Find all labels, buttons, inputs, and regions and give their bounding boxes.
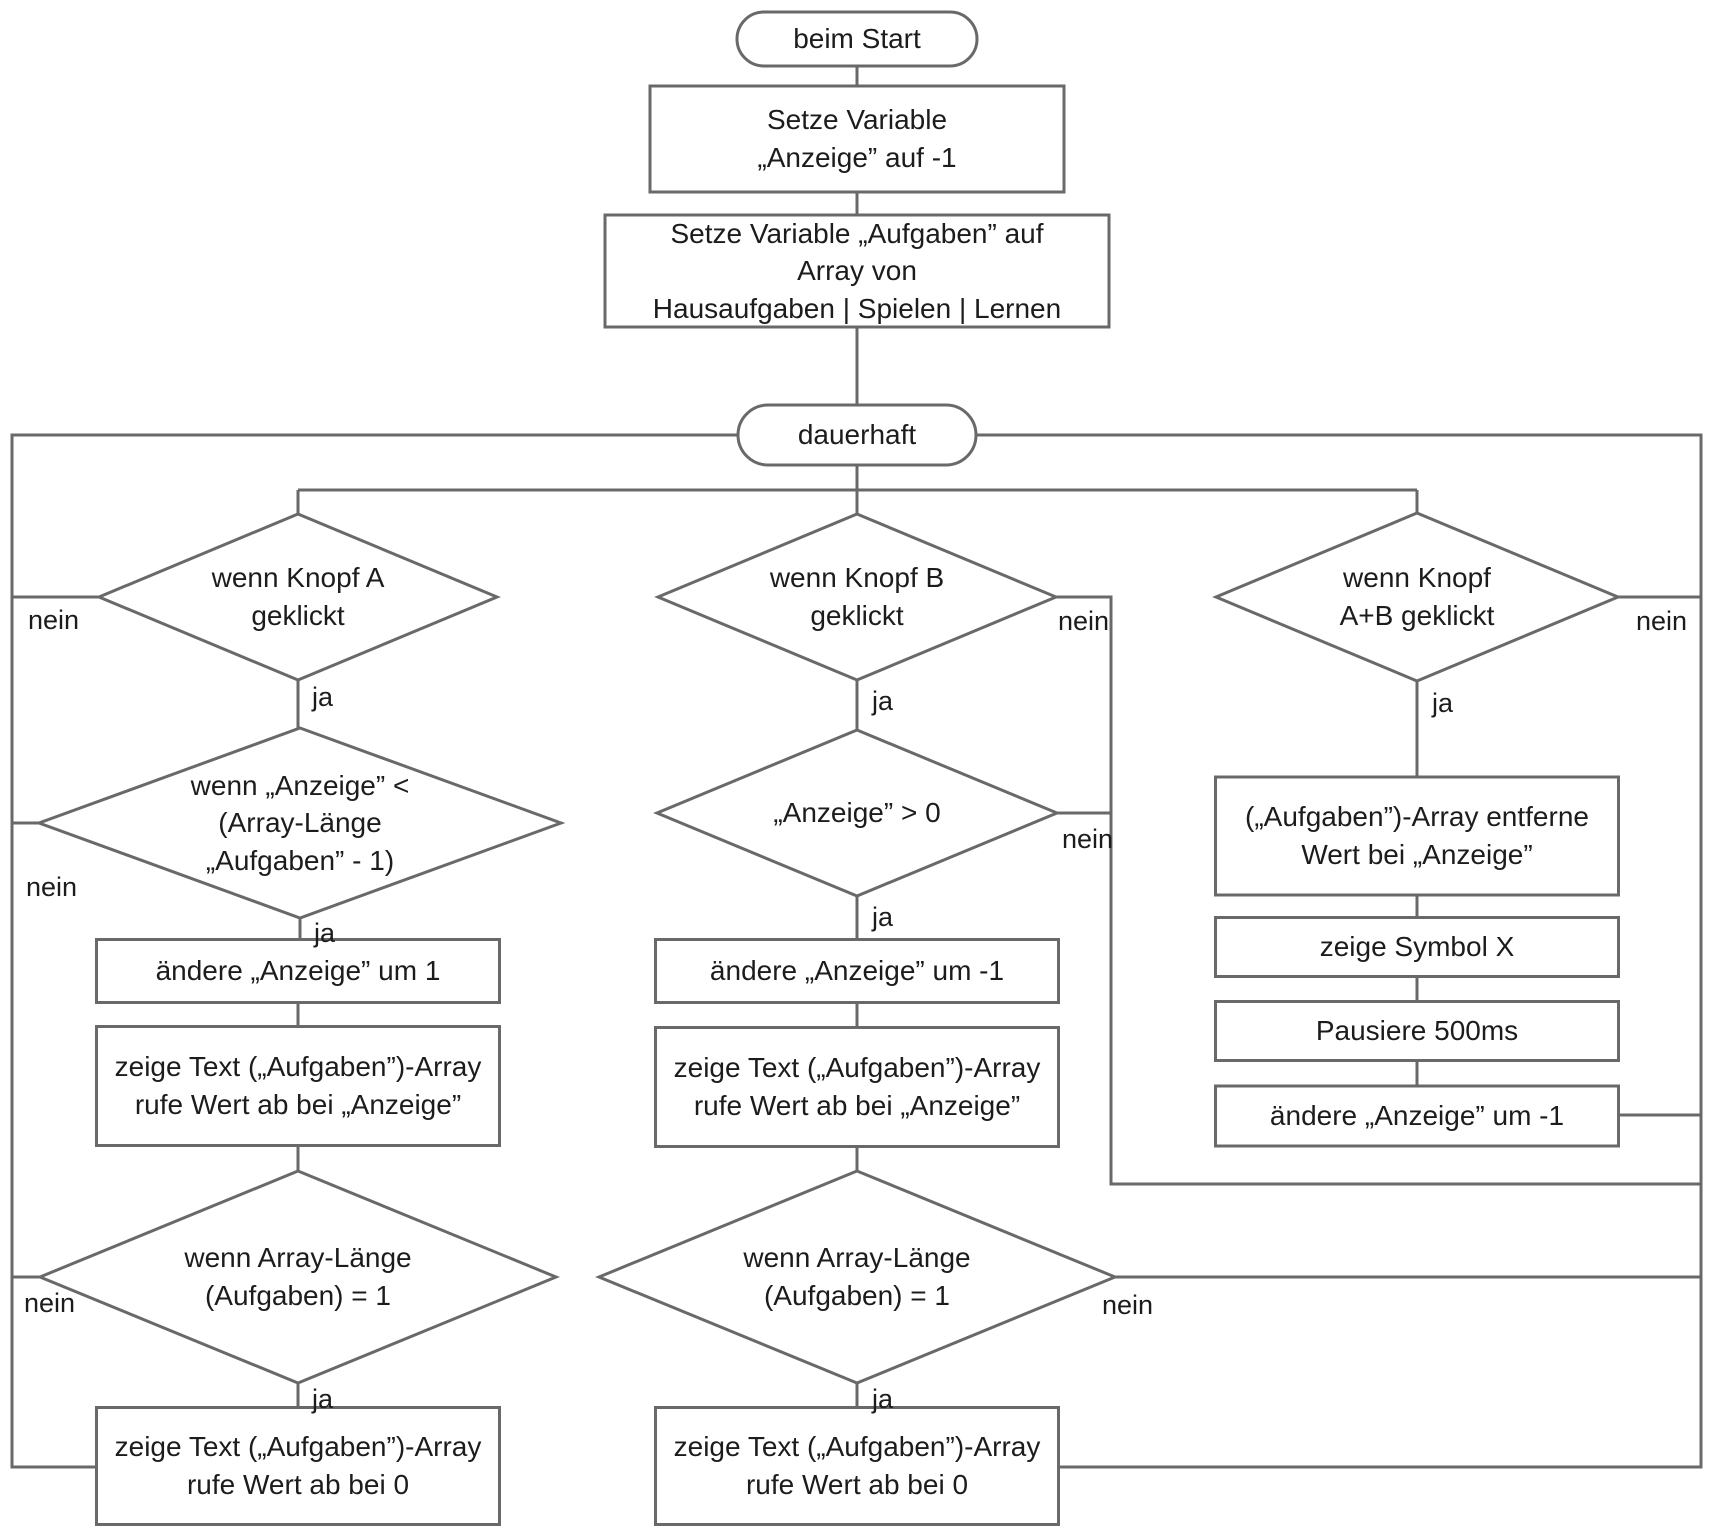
node-shape-wenn-anzeige-lt (34, 726, 566, 920)
node-shape-zeige-text-l (95, 1025, 501, 1147)
node-shape-wenn-anzeige-gt (653, 728, 1061, 898)
node-shape-pausiere-500ms (1214, 1000, 1620, 1062)
node-shape-start (735, 10, 979, 68)
node-shape-wenn-laenge-m (595, 1169, 1119, 1385)
node-shape-zeige-text0-m (654, 1406, 1060, 1526)
node-shape-aendere-minus-1-r (1214, 1084, 1620, 1148)
node-shape-array-entferne (1214, 775, 1620, 897)
edge-loop-return-right (976, 433, 1703, 1469)
edge-loop-return-left (10, 433, 738, 1469)
node-shape-set-aufgaben (603, 213, 1111, 329)
edge-knopf-b-nein (1056, 595, 1701, 1186)
node-shape-wenn-knopf-ab (1212, 511, 1622, 683)
node-shape-set-anzeige (648, 84, 1066, 194)
node-shape-dauerhaft (736, 403, 978, 467)
node-shape-zeige-symbol-x (1214, 916, 1620, 978)
node-shape-aendere-minus-1-m (654, 938, 1060, 1004)
node-shape-zeige-text-m (654, 1026, 1060, 1148)
node-shape-zeige-text0-l (95, 1406, 501, 1526)
node-shape-wenn-knopf-b (654, 512, 1060, 682)
node-shape-aendere-plus-1 (95, 938, 501, 1004)
node-shape-wenn-knopf-a (95, 512, 501, 682)
node-shape-wenn-laenge-l (36, 1169, 560, 1385)
